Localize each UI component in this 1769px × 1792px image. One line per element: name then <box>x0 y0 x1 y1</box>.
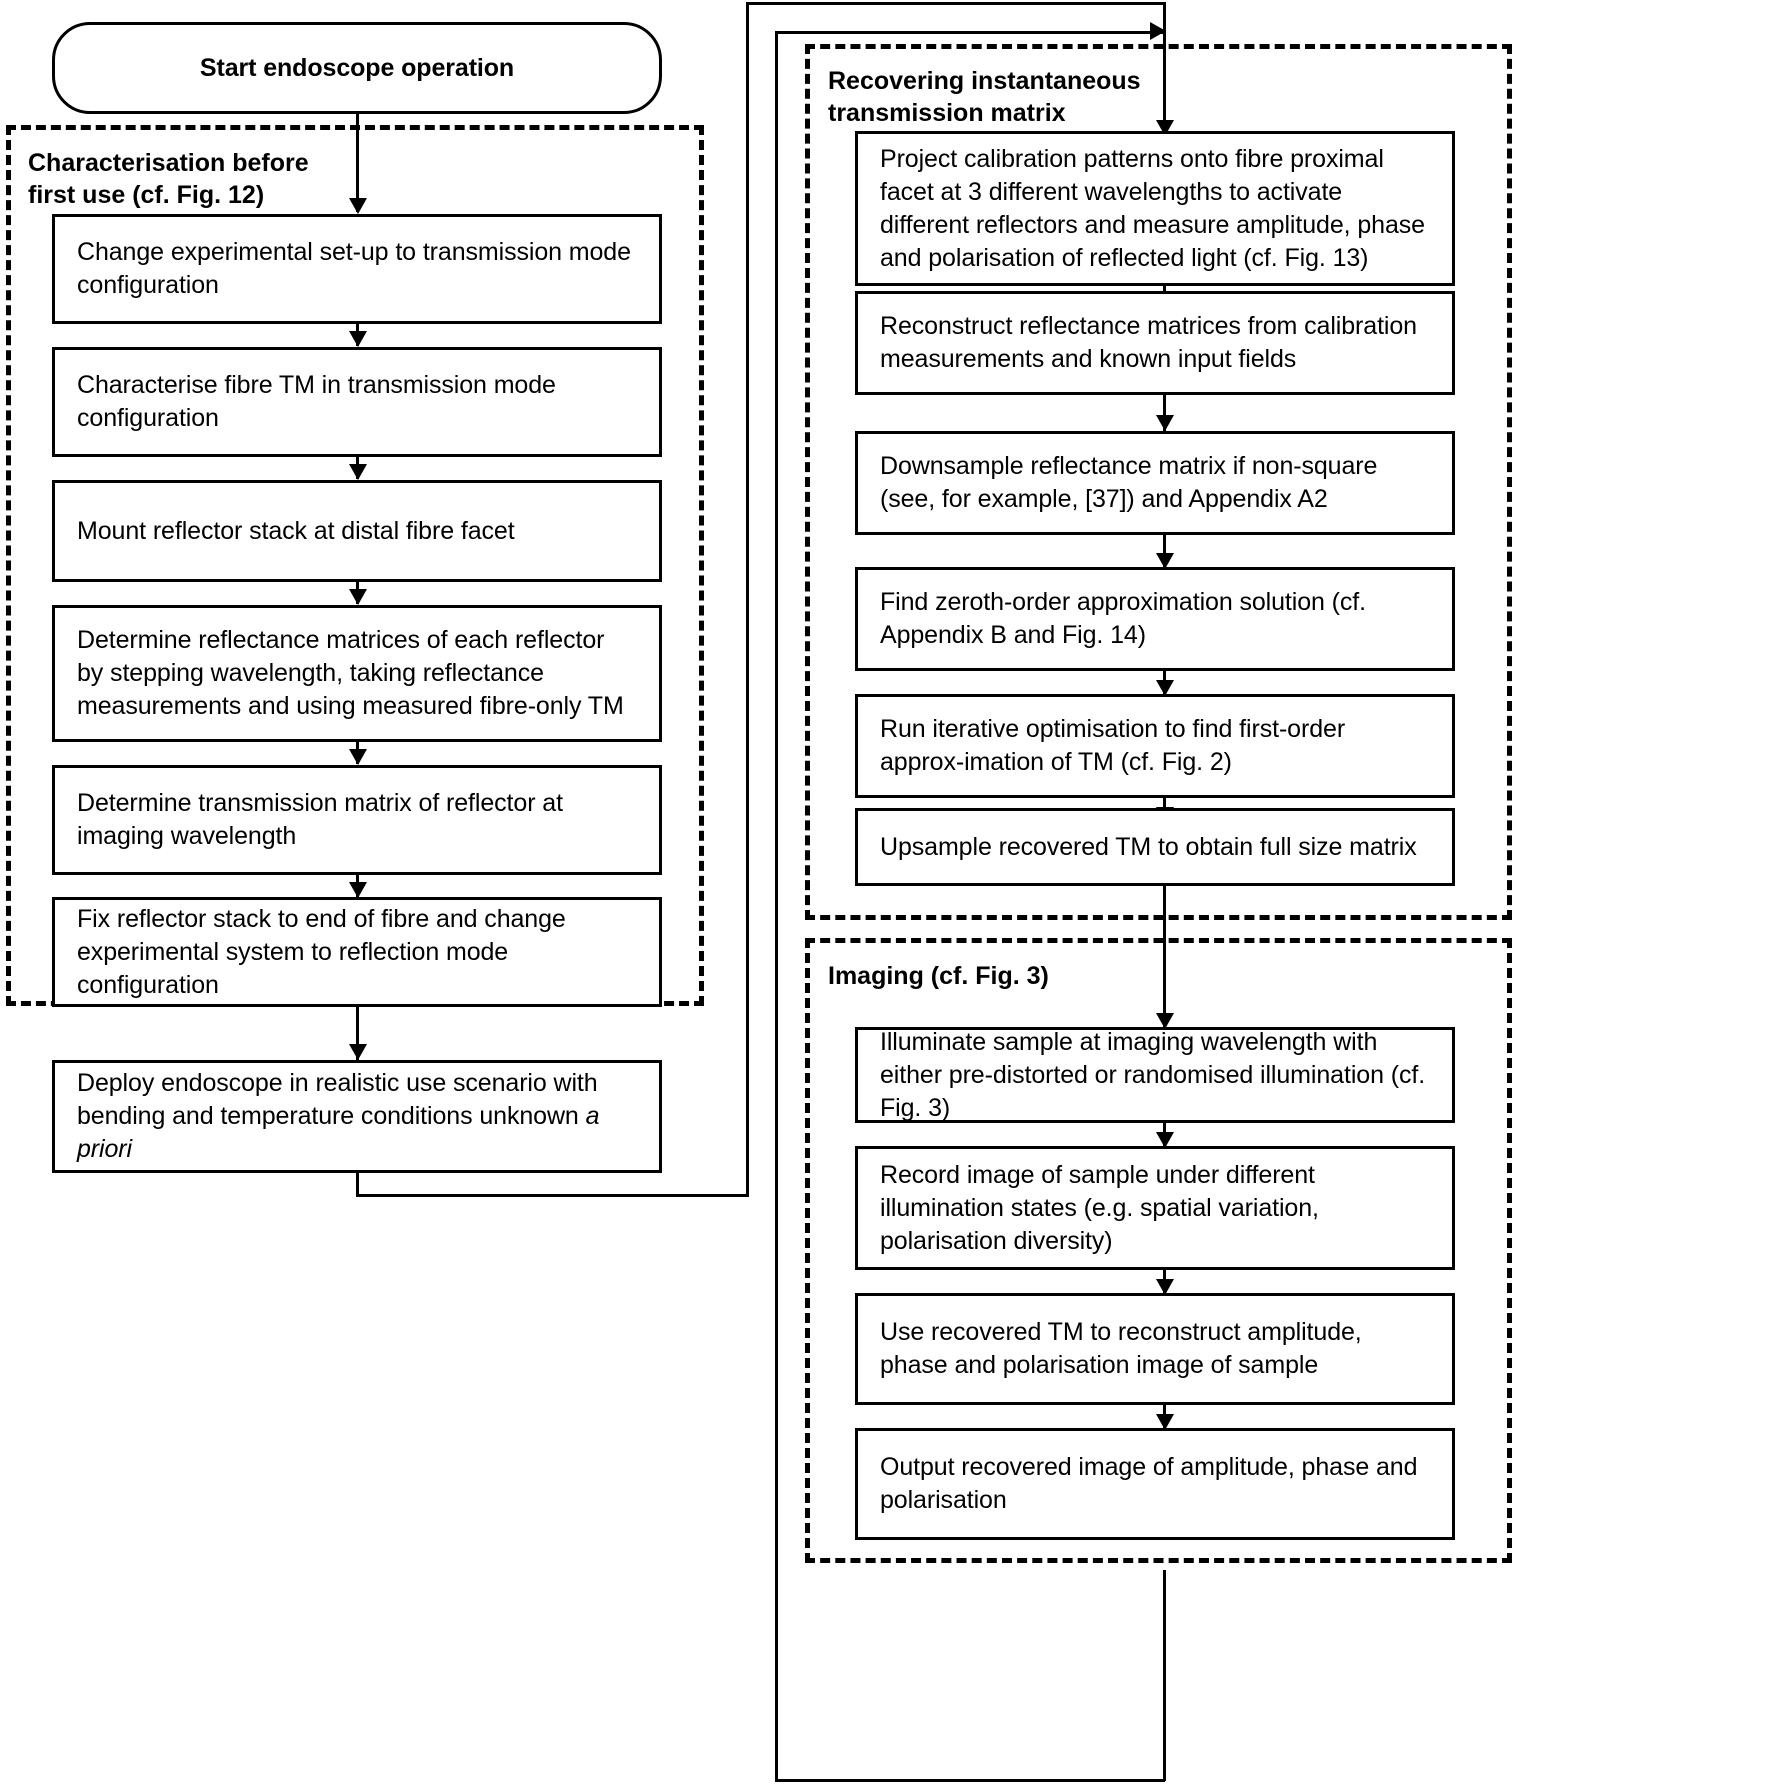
step-R4-label: Find zeroth-order approximation solution… <box>880 588 1367 649</box>
group-recovering-label: Recovering instantaneous transmission ma… <box>828 67 1141 127</box>
I3-to-I4-arrowhead-icon <box>1156 1414 1174 1430</box>
R6-to-I1-line <box>1163 886 1166 1028</box>
deploy-exit-line <box>356 1172 359 1196</box>
step-L4: Determine reflectance matrices of each r… <box>52 605 662 742</box>
R2-to-R3-line <box>1163 395 1166 431</box>
step-L7-label: Deploy endoscope in realistic use scenar… <box>77 1067 637 1166</box>
start-to-L1-arrowhead-icon <box>349 198 367 214</box>
step-L3-label: Mount reflector stack at distal fibre fa… <box>77 516 515 545</box>
start-label: Start endoscope operation <box>199 53 515 82</box>
step-R6-label: Upsample recovered TM to obtain full siz… <box>880 832 1417 861</box>
R3-to-R4-line <box>1163 535 1166 567</box>
step-R1-label: Project calibration patterns onto fibre … <box>880 144 1425 272</box>
step-I1-label: Illuminate sample at imaging wavelength … <box>880 1027 1426 1122</box>
inner-loop-top-line <box>775 31 1165 34</box>
I1-to-I2-arrowhead-icon <box>1156 1132 1174 1148</box>
step-L7-deploy: Deploy endoscope in realistic use scenar… <box>52 1060 662 1173</box>
step-R6: Upsample recovered TM to obtain full siz… <box>855 808 1455 886</box>
R2-to-R3-arrowhead-icon <box>1156 415 1174 431</box>
L2-to-L3-arrowhead-icon <box>349 464 367 480</box>
L1-to-L2-arrowhead-icon <box>349 331 367 347</box>
step-R5: Run iterative optimisation to find first… <box>855 694 1455 798</box>
group-imaging-label: Imaging (cf. Fig. 3) <box>828 962 1049 990</box>
step-I3-label: Use recovered TM to reconstruct amplitud… <box>880 1318 1362 1379</box>
start-to-L1-line <box>356 114 359 212</box>
step-L5: Determine transmission matrix of reflect… <box>52 765 662 875</box>
step-L7-main: Deploy endoscope in realistic use scenar… <box>77 1069 598 1130</box>
R3-to-R4-arrowhead-icon <box>1156 553 1174 569</box>
step-R1: Project calibration patterns onto fibre … <box>855 131 1455 286</box>
inner-loop-bottom-line <box>775 1779 1165 1782</box>
outer-loop-right-line <box>1163 2 1166 132</box>
group-imaging <box>805 938 1512 1563</box>
step-L6-label: Fix reflector stack to end of fibre and … <box>77 904 566 999</box>
R4-to-R5-arrowhead-icon <box>1156 680 1174 696</box>
step-L2-label: Characterise fibre TM in transmission mo… <box>77 371 556 432</box>
I2-to-I3-arrowhead-icon <box>1156 1279 1174 1295</box>
group-recovering <box>805 44 1512 920</box>
step-R3: Downsample reflectance matrix if non-squ… <box>855 431 1455 535</box>
inner-loop-arrowhead-icon <box>1150 22 1166 40</box>
L6-to-L7-line <box>356 1007 359 1060</box>
step-L6: Fix reflector stack to end of fibre and … <box>52 897 662 1007</box>
L3-to-L4-arrowhead-icon <box>349 589 367 605</box>
step-I4-label: Output recovered image of amplitude, pha… <box>880 1453 1418 1514</box>
start-terminator: Start endoscope operation <box>52 22 662 114</box>
L4-to-L5-arrowhead-icon <box>349 749 367 765</box>
group-characterisation-label: Characterisation before first use (cf. F… <box>28 149 309 209</box>
step-L1: Change experimental set-up to transmissi… <box>52 214 662 324</box>
step-R2: Reconstruct reflectance matrices from ca… <box>855 291 1455 395</box>
outer-loop-bottom-line <box>356 1194 749 1197</box>
step-I2-label: Record image of sample under different i… <box>880 1160 1319 1255</box>
inner-loop-right-line <box>1163 1570 1166 1781</box>
inner-loop-left-line <box>775 31 778 1782</box>
step-L2: Characterise fibre TM in transmission mo… <box>52 347 662 457</box>
outer-loop-top-line <box>746 2 1166 5</box>
step-L7-italic: a priori <box>77 1102 600 1163</box>
step-R5-label: Run iterative optimisation to find first… <box>880 715 1346 776</box>
outer-loop-left-line <box>746 2 749 1197</box>
L6-to-L7-arrowhead-icon <box>349 1044 367 1060</box>
step-I1: Illuminate sample at imaging wavelength … <box>855 1027 1455 1123</box>
step-I2: Record image of sample under different i… <box>855 1146 1455 1270</box>
step-L5-label: Determine transmission matrix of reflect… <box>77 789 563 850</box>
step-R3-label: Downsample reflectance matrix if non-squ… <box>880 452 1378 513</box>
step-R4: Find zeroth-order approximation solution… <box>855 567 1455 671</box>
step-L3: Mount reflector stack at distal fibre fa… <box>52 480 662 582</box>
R6-to-I1-arrowhead-icon <box>1156 1013 1174 1029</box>
step-R2-label: Reconstruct reflectance matrices from ca… <box>880 312 1417 373</box>
step-L4-label: Determine reflectance matrices of each r… <box>77 626 624 720</box>
L5-to-L6-arrowhead-icon <box>349 882 367 898</box>
step-L1-label: Change experimental set-up to transmissi… <box>77 238 631 299</box>
step-I3: Use recovered TM to reconstruct amplitud… <box>855 1293 1455 1405</box>
step-I4-output: Output recovered image of amplitude, pha… <box>855 1428 1455 1540</box>
